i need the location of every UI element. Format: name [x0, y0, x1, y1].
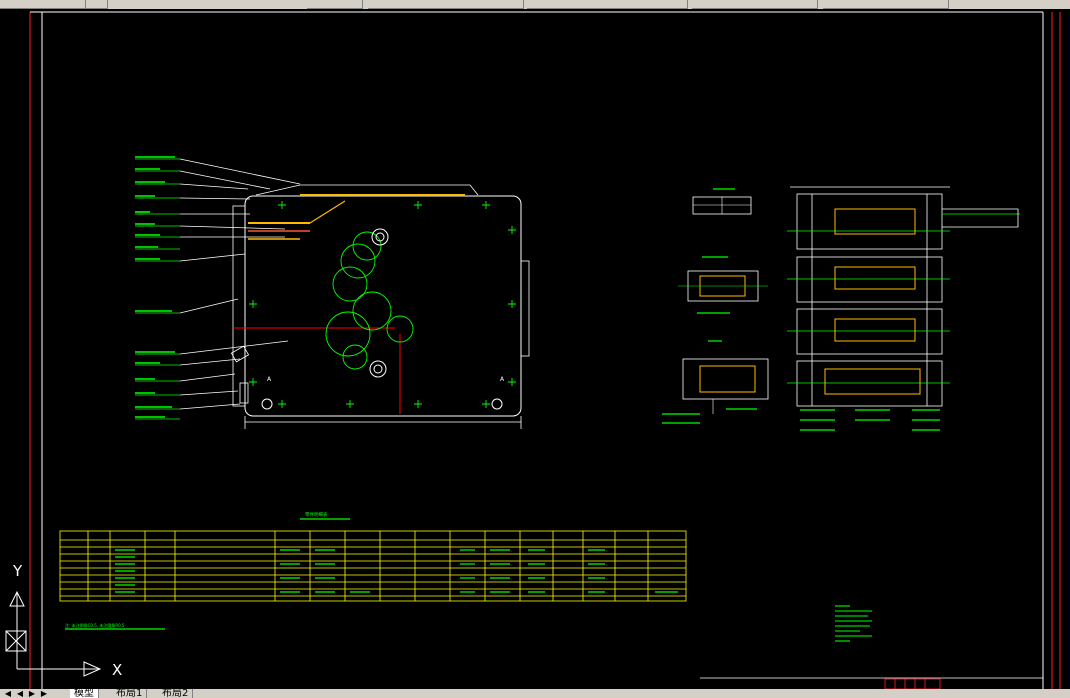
section-label-a-right: A [500, 376, 505, 383]
technical-notes [835, 605, 872, 642]
layer-dropdown[interactable] [368, 0, 524, 9]
section-hatching [824, 208, 921, 395]
drawing-frame [29, 11, 1061, 689]
leader-callouts [135, 158, 301, 420]
detail-section-views [662, 188, 769, 424]
ucs-icon [5, 590, 102, 677]
title-block [884, 678, 941, 689]
tab-layout1[interactable]: 布局1 [112, 689, 148, 698]
layout-tab-bar: ◀ ◀ ▶ ▶ 模型 布局1 布局2 [0, 689, 1070, 698]
toolbar-segment[interactable] [307, 0, 363, 9]
window-toolbar [0, 0, 1070, 9]
lineweight-dropdown[interactable] [692, 0, 818, 9]
tab-next-arrow-icon[interactable]: ▶ [28, 689, 36, 698]
tab-prev-arrow-icon[interactable]: ◀ [16, 689, 24, 698]
plotstyle-dropdown[interactable] [823, 0, 949, 9]
section-label-a: A [267, 376, 272, 383]
ucs-x-label: X [112, 661, 122, 679]
leader-text-marks [135, 156, 175, 418]
tab-layout2[interactable]: 布局2 [158, 689, 194, 698]
toolbar-segment[interactable] [0, 0, 86, 9]
tab-first-arrow-icon[interactable]: ◀ [4, 689, 12, 698]
drawing-canvas[interactable]: A A [0, 9, 1070, 689]
bom-title: 零件明细表 [305, 511, 328, 518]
toolbar-segment[interactable] [85, 0, 108, 9]
main-plan-view [230, 184, 530, 429]
bom-table [59, 530, 687, 602]
tab-model[interactable]: 模型 [70, 689, 99, 698]
stacked-view-labels [800, 409, 940, 431]
plan-crosshair-marks [249, 201, 516, 408]
bom-cell-text [115, 549, 678, 593]
tab-last-arrow-icon[interactable]: ▶ [40, 689, 48, 698]
note-text: 注: 未注倒角C0.5, 未注圆角R0.5 [65, 622, 125, 628]
linetype-dropdown[interactable] [527, 0, 688, 9]
ucs-y-label: Y [12, 562, 23, 580]
stacked-section-views [787, 186, 1020, 407]
